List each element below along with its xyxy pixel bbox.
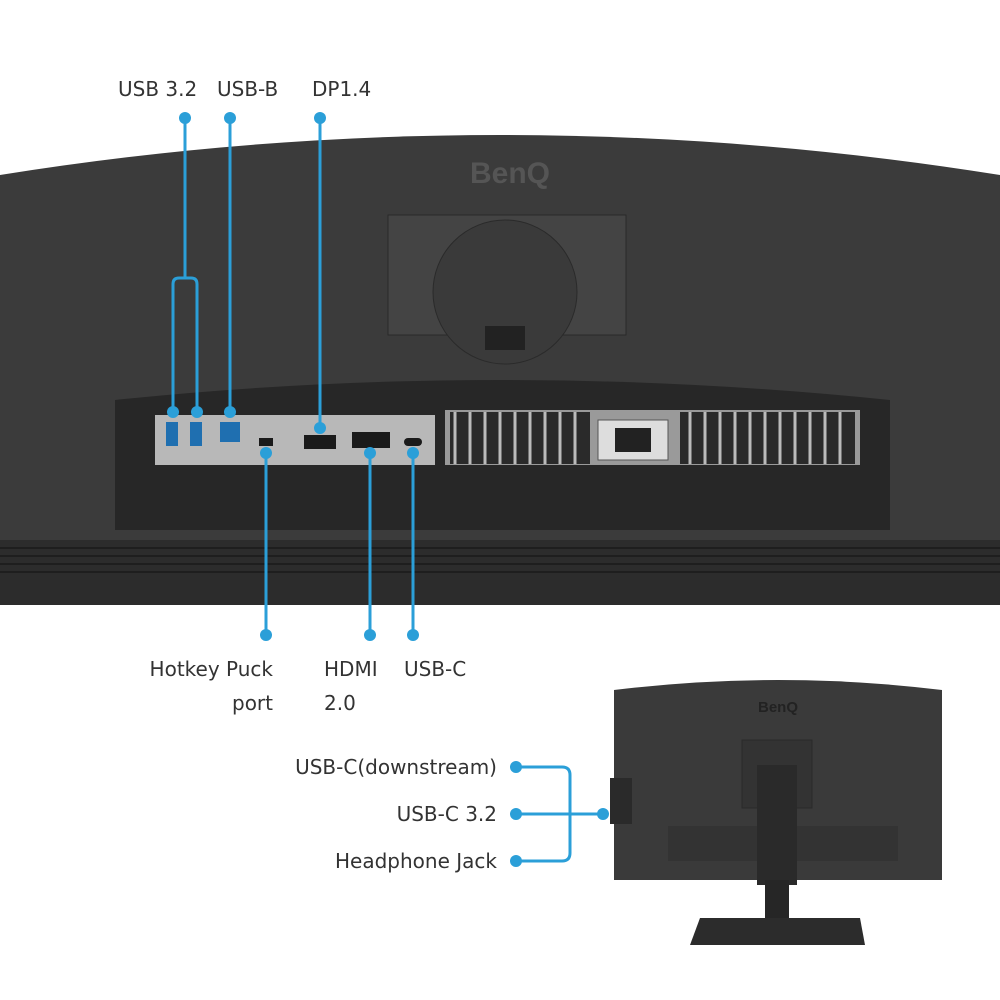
label-usb32: USB 3.2 bbox=[118, 77, 198, 101]
label-hdmi-1: HDMI bbox=[324, 657, 378, 681]
label-usbc: USB-C bbox=[404, 657, 467, 681]
small-monitor: BenQ bbox=[610, 680, 942, 945]
usb32-port-2 bbox=[190, 422, 202, 446]
power-socket bbox=[597, 419, 669, 461]
brand-logo-small: BenQ bbox=[758, 699, 798, 716]
label-hotkey-puck-1: Hotkey Puck bbox=[149, 657, 273, 681]
brand-logo-large: BenQ bbox=[470, 157, 550, 190]
usb-b-port bbox=[220, 422, 240, 442]
dp-port bbox=[304, 435, 336, 449]
hdmi-port bbox=[352, 432, 390, 448]
label-usbc-downstream: USB-C(downstream) bbox=[295, 755, 497, 779]
usbc-port bbox=[404, 438, 422, 446]
label-headphone-jack: Headphone Jack bbox=[335, 849, 497, 873]
label-hotkey-puck-2: port bbox=[232, 691, 273, 715]
usb32-port-1 bbox=[166, 422, 178, 446]
label-usbc-32: USB-C 3.2 bbox=[396, 802, 497, 826]
hotkey-puck-port bbox=[259, 438, 273, 446]
label-dp14: DP1.4 bbox=[312, 77, 372, 101]
monitor-back bbox=[0, 135, 1000, 605]
label-hdmi-2: 2.0 bbox=[324, 691, 356, 715]
label-usb-b: USB-B bbox=[217, 77, 279, 101]
